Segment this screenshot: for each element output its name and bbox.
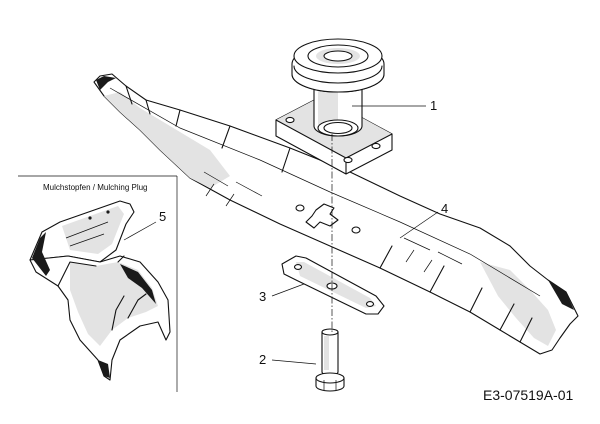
inset-frame	[18, 175, 178, 392]
callout-1: 1	[430, 98, 437, 113]
blade-bolt-part	[315, 328, 345, 392]
callout-3: 3	[259, 289, 266, 304]
blade-plate-part	[281, 255, 385, 315]
leader-lines	[123, 105, 439, 365]
inset-title: Mulchstopfen / Mulching Plug	[43, 183, 148, 192]
callout-2: 2	[259, 352, 266, 367]
drawing-code: E3-07519A-01	[483, 387, 574, 403]
callout-5: 5	[159, 209, 166, 224]
blade-adapter-pulley-part	[275, 38, 393, 175]
callout-4: 4	[441, 201, 448, 216]
mulching-plug-part	[29, 200, 171, 381]
mower-blade-part	[93, 73, 579, 355]
